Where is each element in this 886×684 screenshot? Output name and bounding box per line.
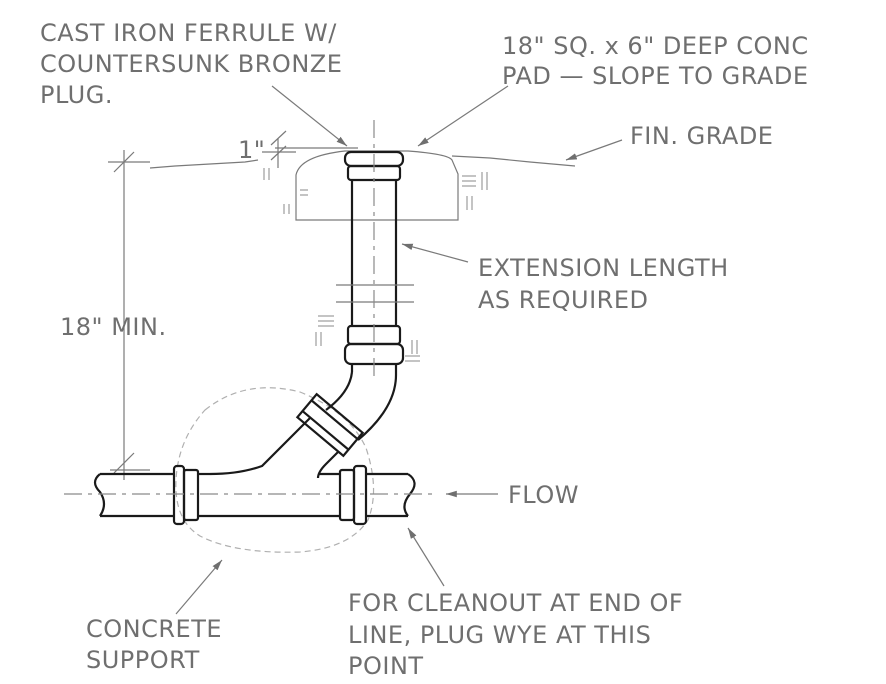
pad-label-line-2: PAD — SLOPE TO GRADE: [502, 62, 809, 90]
ferrule-label-line-1: CAST IRON FERRULE W/: [40, 19, 337, 47]
extension-leader: [401, 243, 469, 263]
concrete-label-line-1: CONCRETE: [86, 615, 222, 643]
pad-label-line-1: 18" SQ. x 6" DEEP CONC: [502, 32, 809, 60]
ferrule-label-line-2: COUNTERSUNK BRONZE: [40, 50, 342, 78]
one-inch-label: 1": [238, 136, 265, 164]
flow-label: FLOW: [508, 481, 579, 509]
bend-fitting: [209, 371, 398, 479]
extension-label-line-2: AS REQUIRED: [478, 286, 648, 314]
main-pipe: [93, 464, 416, 526]
finished-grade-line: [149, 155, 576, 169]
concrete-label-line-2: SUPPORT: [86, 646, 200, 674]
concrete-pad: [295, 150, 459, 221]
extension-label-line-1: EXTENSION LENGTH: [478, 254, 729, 282]
riser-pipe: [336, 150, 414, 375]
pad-leader: [417, 85, 509, 147]
cleanout-leader: [407, 527, 445, 587]
depth-dimension: [108, 150, 150, 480]
pad-hatch-marks: [263, 168, 488, 214]
cleanout-note: FOR CLEANOUT AT END OF LINE, PLUG WYE AT…: [348, 589, 691, 680]
depth-label: 18" MIN.: [60, 313, 167, 341]
pad-hatch-marks-lower: [315, 315, 420, 362]
one-inch-dimension: [262, 130, 358, 168]
ferrule-label: CAST IRON FERRULE W/ COUNTERSUNK BRONZE …: [40, 19, 351, 109]
extension-label: EXTENSION LENGTH AS REQUIRED: [478, 254, 737, 314]
grade-leader: [565, 139, 623, 161]
ferrule-label-line-3: PLUG.: [40, 81, 113, 109]
concrete-label: CONCRETE SUPPORT: [86, 615, 230, 674]
cleanout-note-line-3: POINT: [348, 652, 424, 680]
concrete-leader: [175, 559, 223, 615]
grade-label: FIN. GRADE: [630, 122, 773, 150]
cleanout-note-line-2: LINE, PLUG WYE AT THIS: [348, 621, 651, 649]
ferrule-leader: [271, 85, 348, 147]
pad-label: 18" SQ. x 6" DEEP CONC PAD — SLOPE TO GR…: [502, 32, 817, 90]
cleanout-note-line-1: FOR CLEANOUT AT END OF: [348, 589, 683, 617]
